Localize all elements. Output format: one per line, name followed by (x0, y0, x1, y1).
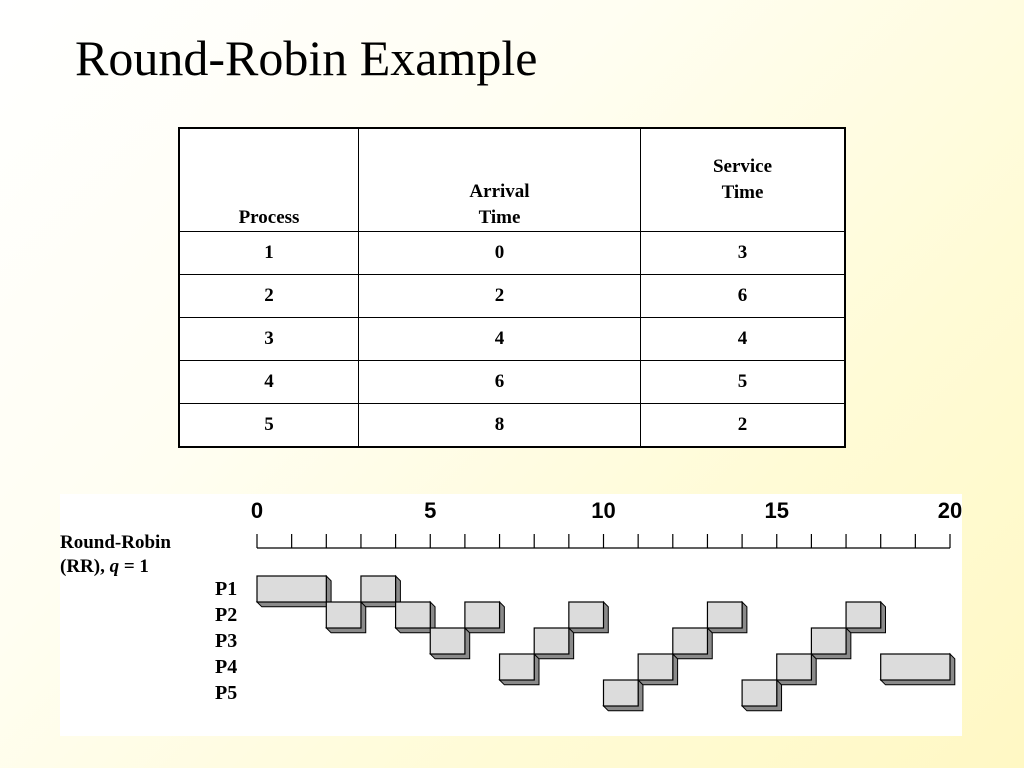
header-service-time: Service Time (640, 127, 846, 232)
cell-arrival: 8 (358, 403, 641, 448)
timeline-bar-p3 (671, 626, 713, 660)
cell-arrival: 6 (358, 360, 641, 404)
process-row-label: P2 (215, 604, 237, 626)
timeline-label-prefix: (RR), (60, 556, 110, 577)
header-service-line2: Time (721, 182, 764, 203)
header-process-label: Process (238, 207, 300, 228)
process-table: Process Arrival Time Service Time 1 0 3 … (178, 127, 846, 448)
table-row: 4 6 5 (178, 360, 846, 404)
table-row: 3 4 4 (178, 317, 846, 361)
timeline-bar-p2 (394, 600, 436, 634)
cell-service: 2 (640, 403, 846, 448)
process-row-label: P3 (215, 630, 237, 652)
header-arrival-line1: Arrival (469, 181, 530, 202)
timeline-bar-p3 (532, 626, 575, 660)
timeline-bar-p4 (775, 652, 817, 686)
table-row: 1 0 3 (178, 231, 846, 275)
timeline-bar-p2 (567, 600, 609, 634)
cell-arrival: 0 (358, 231, 641, 275)
header-service-line1: Service (712, 156, 773, 177)
timeline-bar-p2 (844, 600, 886, 634)
timeline-bar-p3 (429, 626, 471, 660)
timeline-bar-p5 (740, 678, 783, 712)
process-row-label: P1 (215, 578, 237, 600)
header-arrival-line2: Time (478, 207, 521, 228)
table-header-row: Process Arrival Time Service Time (178, 127, 846, 232)
timeline-bar-p5 (602, 678, 644, 712)
timeline-tick-label: 15 (765, 498, 789, 523)
timeline-tick-label: 20 (938, 498, 962, 523)
cell-process: 1 (178, 231, 359, 275)
timeline-label-q: q (109, 556, 120, 577)
timeline-bar-p4 (636, 652, 679, 686)
timeline-bar-p4 (498, 652, 540, 686)
timeline-label-title: Round-Robin (60, 532, 171, 553)
table-row: 2 2 6 (178, 274, 846, 318)
cell-service: 6 (640, 274, 846, 318)
cell-process: 5 (178, 403, 359, 448)
header-arrival-time: Arrival Time (358, 127, 641, 232)
timeline-tick-label: 10 (591, 498, 615, 523)
cell-service: 3 (640, 231, 846, 275)
timeline-label-suffix: = 1 (119, 556, 149, 577)
slide-title: Round-Robin Example (75, 30, 538, 86)
timeline-bar-p2 (325, 600, 367, 634)
cell-process: 4 (178, 360, 359, 404)
cell-process: 3 (178, 317, 359, 361)
timeline-label-quantum: (RR), q = 1 (60, 556, 149, 578)
cell-process: 2 (178, 274, 359, 318)
timeline-tick-label: 5 (424, 498, 436, 523)
process-row-label: P5 (215, 682, 237, 704)
table-row: 5 8 2 (178, 403, 846, 448)
timeline-bar-p3 (810, 626, 852, 660)
cell-service: 5 (640, 360, 846, 404)
cell-arrival: 2 (358, 274, 641, 318)
header-process: Process (178, 127, 359, 232)
timeline-tick-label: 0 (251, 498, 263, 523)
timeline-bar-p2 (706, 600, 748, 634)
timeline-bar-p2 (463, 600, 505, 634)
cell-arrival: 4 (358, 317, 641, 361)
timeline-bar-p1 (359, 574, 401, 608)
process-row-label: P4 (215, 656, 237, 678)
timeline-bar-p1 (255, 574, 332, 608)
cell-service: 4 (640, 317, 846, 361)
timeline-bar-p4 (879, 652, 956, 686)
